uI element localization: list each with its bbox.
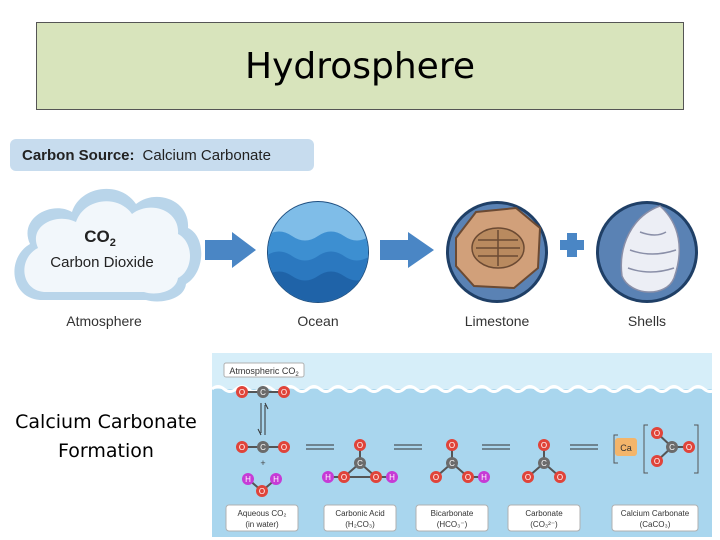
carbon-source-banner: Carbon Source: Calcium Carbonate [10,139,314,171]
svg-text:O: O [239,388,245,397]
dissolve-arrow-icon [257,403,262,436]
svg-text:O: O [557,473,563,482]
svg-text:O: O [281,443,287,452]
svg-text:H: H [481,473,487,482]
shell-icon [596,201,698,303]
caption-carbonate: Carbonate (CO₃²⁻) [507,504,581,532]
svg-text:Ca: Ca [620,443,632,453]
caption-bicarbonate: Bicarbonate (HCO₃⁻) [415,504,489,532]
ocean-icon [267,201,369,303]
svg-text:(H₂CO₃): (H₂CO₃) [345,520,375,529]
arrow-icon [205,232,256,268]
svg-text:Carbonate: Carbonate [525,509,563,518]
banner-value: Calcium Carbonate [142,146,271,164]
water-molecule: H H O [242,473,282,497]
equilibrium-arrow-icon [570,444,598,450]
equilibrium-arrow-icon [482,444,510,450]
svg-text:Aqueous CO₂: Aqueous CO₂ [238,509,287,518]
cloud-name: Carbon Dioxide [50,254,153,271]
arrow-icon [380,232,434,268]
stage-label-atmosphere: Atmosphere [66,313,142,329]
svg-text:(CaCO₃): (CaCO₃) [640,520,671,529]
svg-text:(HCO₃⁻): (HCO₃⁻) [437,520,468,529]
svg-text:O: O [541,441,547,450]
aqueous-co2-molecule: O C O [236,441,290,453]
page-title: Hydrosphere [245,45,475,87]
svg-text:H: H [325,473,331,482]
svg-text:O: O [654,457,660,466]
svg-text:(in water): (in water) [245,520,279,529]
svg-text:C: C [541,459,547,468]
svg-text:O: O [357,441,363,450]
svg-text:Calcium Carbonate: Calcium Carbonate [621,509,690,518]
svg-text:C: C [449,459,455,468]
svg-text:O: O [341,473,347,482]
formation-label-line2: Formation [58,440,154,462]
svg-text:C: C [260,443,266,452]
svg-text:O: O [654,429,660,438]
caption-aqueous-co2: Aqueous CO₂ (in water) [225,504,299,532]
dissolve-arrow-icon [264,402,269,435]
svg-text:C: C [357,459,363,468]
svg-text:C: C [669,443,675,452]
svg-text:Carbonic Acid: Carbonic Acid [335,509,384,518]
svg-text:O: O [259,487,265,496]
caption-calcium-carbonate: Calcium Carbonate (CaCO₃) [611,504,699,532]
title-box: Hydrosphere [36,22,684,110]
svg-text:O: O [281,388,287,397]
atmospheric-co2-label: Atmospheric CO2 [229,366,299,378]
equilibrium-arrow-icon [394,444,422,450]
limestone-fossil-icon [446,201,548,303]
reaction-panel: Atmospheric CO2 O C O O C O + H H O O C … [212,353,712,537]
svg-text:(CO₃²⁻): (CO₃²⁻) [530,520,558,529]
svg-text:H: H [273,475,279,484]
stage-label-shells: Shells [627,313,667,329]
formation-label-line1: Calcium Carbonate [15,411,197,433]
svg-text:O: O [433,473,439,482]
water-surface-wave [212,385,712,393]
atmospheric-co2-molecule: O C O [236,386,290,398]
stage-label-ocean: Ocean [297,313,339,329]
svg-text:O: O [449,441,455,450]
svg-text:O: O [465,473,471,482]
stage-label-limestone: Limestone [464,313,530,329]
bicarbonate-molecule: O C O O H [430,439,490,483]
calcium-carbonate-molecule: Ca O O C O [613,424,699,474]
equilibrium-arrow-icon [306,444,334,450]
carbon-flow-diagram: CO2 Carbon Dioxide [14,188,698,303]
svg-text:O: O [525,473,531,482]
plus-sign: + [260,458,265,468]
svg-text:Bicarbonate: Bicarbonate [431,509,474,518]
carbonate-molecule: O C O O [522,439,566,483]
svg-text:H: H [245,475,251,484]
svg-text:O: O [239,443,245,452]
cloud-icon [14,188,202,302]
svg-text:C: C [260,388,266,397]
cloud-formula: CO2 [84,227,116,249]
plus-icon [560,233,584,257]
svg-text:O: O [686,443,692,452]
svg-text:H: H [389,473,395,482]
banner-bold-label: Carbon Source: [22,146,135,164]
carbonic-acid-molecule: O C O O H H [322,439,398,483]
formation-label: Calcium Carbonate Formation [6,408,206,466]
svg-text:O: O [373,473,379,482]
caption-carbonic-acid: Carbonic Acid (H₂CO₃) [323,504,397,532]
